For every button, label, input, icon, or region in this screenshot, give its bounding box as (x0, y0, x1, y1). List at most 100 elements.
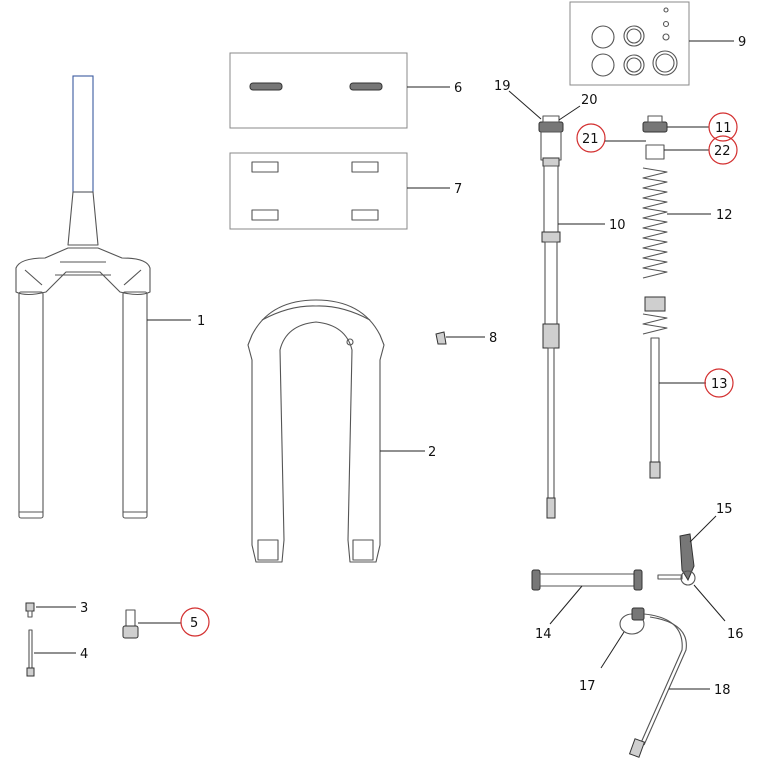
seal-kit-panel: 6 (229, 52, 462, 129)
damper-rod (547, 347, 555, 499)
oring-1 (591, 25, 615, 49)
valve-cap: 5 (122, 607, 210, 639)
oring-2 (623, 25, 645, 47)
callout-8: 8 (489, 331, 497, 346)
highlight-ring-13 (704, 368, 734, 398)
rod-shaft (28, 629, 33, 671)
callout-1: 1 (197, 314, 205, 329)
seal-right (349, 82, 383, 91)
small-bolt: 3 (25, 601, 88, 618)
lower-leg-outline (247, 299, 385, 563)
thru-axle: 14 (531, 569, 643, 642)
seal-left (249, 82, 283, 91)
rod-end (26, 667, 35, 677)
damper-top-cap (538, 121, 564, 133)
callout-19: 19 (494, 79, 511, 94)
callout-5: 5 (190, 616, 198, 631)
axle-end-left (531, 569, 541, 591)
callout-11: 11 (715, 121, 732, 136)
callout-13: 13 (711, 377, 728, 392)
spring-shaft (650, 337, 660, 465)
lever-arm (679, 533, 695, 582)
lower-bolt-hole (346, 338, 354, 346)
callout-4: 4 (80, 647, 88, 662)
leader-15 (689, 515, 717, 543)
oring-4 (623, 54, 645, 76)
spring-piston-head (644, 296, 666, 312)
spring-top-knob (647, 115, 663, 123)
tiny-oring-1 (663, 7, 669, 13)
qr-lever: 15 16 (657, 502, 744, 642)
crown-steerer-uppers: 1 (15, 75, 205, 519)
right-dropout (352, 539, 374, 561)
damper-top-knob (542, 115, 560, 123)
leader-17 (600, 631, 625, 669)
damper-cartridge: 10 19 20 21 (494, 79, 646, 519)
remote-cable (639, 613, 683, 746)
steerer-tube (72, 75, 94, 193)
highlight-ring-21 (576, 123, 606, 153)
tiny-oring-3 (662, 33, 670, 41)
valve-stem (125, 609, 136, 627)
oring-3 (591, 53, 615, 77)
bushing-bl (251, 209, 279, 221)
damper-piston (542, 323, 560, 349)
long-rod: 4 (26, 629, 88, 677)
arch-inner-line (261, 305, 371, 321)
panel-9 (569, 1, 690, 86)
lower-legs: 2 (247, 299, 436, 563)
axle-body (539, 573, 635, 587)
oring-5-inner (655, 53, 675, 73)
highlight-ring-5 (180, 607, 210, 637)
oring-5 (652, 50, 678, 76)
callout-9: 9 (738, 35, 746, 50)
small-fitting: 8 (435, 331, 497, 346)
remote-body (631, 607, 645, 621)
callout-17: 17 (579, 679, 596, 694)
callout-14: 14 (535, 627, 552, 642)
damper-tube (543, 165, 559, 235)
callout-15: 15 (716, 502, 733, 517)
remote-cable-outer (643, 616, 687, 746)
oring-2-inner (626, 28, 642, 44)
callout-12: 12 (716, 208, 733, 223)
bolt-head (25, 602, 35, 612)
panel-7 (229, 152, 408, 230)
callout-20: 20 (581, 93, 598, 108)
bushing-tr (351, 161, 379, 173)
callout-2: 2 (428, 445, 436, 460)
spring-top-cap (642, 121, 668, 133)
steerer-base (67, 191, 99, 246)
lever-pivot (680, 570, 696, 586)
left-dropout (257, 539, 279, 561)
coil-spring (642, 167, 668, 279)
damper-upper-body (540, 131, 562, 161)
damper-mid-ring (541, 231, 561, 243)
callout-7: 7 (454, 182, 462, 197)
spacer-22 (645, 144, 665, 160)
bolt-shank (27, 610, 33, 618)
callout-21: 21 (582, 132, 599, 147)
leader-19 (508, 90, 542, 120)
bushing-tl (251, 161, 279, 173)
callout-3: 3 (80, 601, 88, 616)
left-upper-tube (18, 291, 44, 519)
bushing-br (351, 209, 379, 221)
crown (15, 247, 151, 296)
lever-skewer (657, 574, 683, 580)
fitting-body (435, 331, 447, 345)
damper-collar (542, 157, 560, 167)
negative-spring (642, 313, 668, 335)
callout-10: 10 (609, 218, 626, 233)
leader-16 (693, 584, 726, 622)
oring-panel: 9 (569, 1, 746, 86)
crown-detail (24, 261, 142, 286)
remote-and-cable: 17 18 (579, 607, 731, 758)
damper-lower-tube (544, 241, 558, 325)
callout-18: 18 (714, 683, 731, 698)
tiny-oring-2 (662, 20, 670, 28)
spring-assembly: 11 22 12 13 (642, 112, 738, 479)
damper-rod-end (546, 497, 556, 519)
callout-6: 6 (454, 81, 462, 96)
